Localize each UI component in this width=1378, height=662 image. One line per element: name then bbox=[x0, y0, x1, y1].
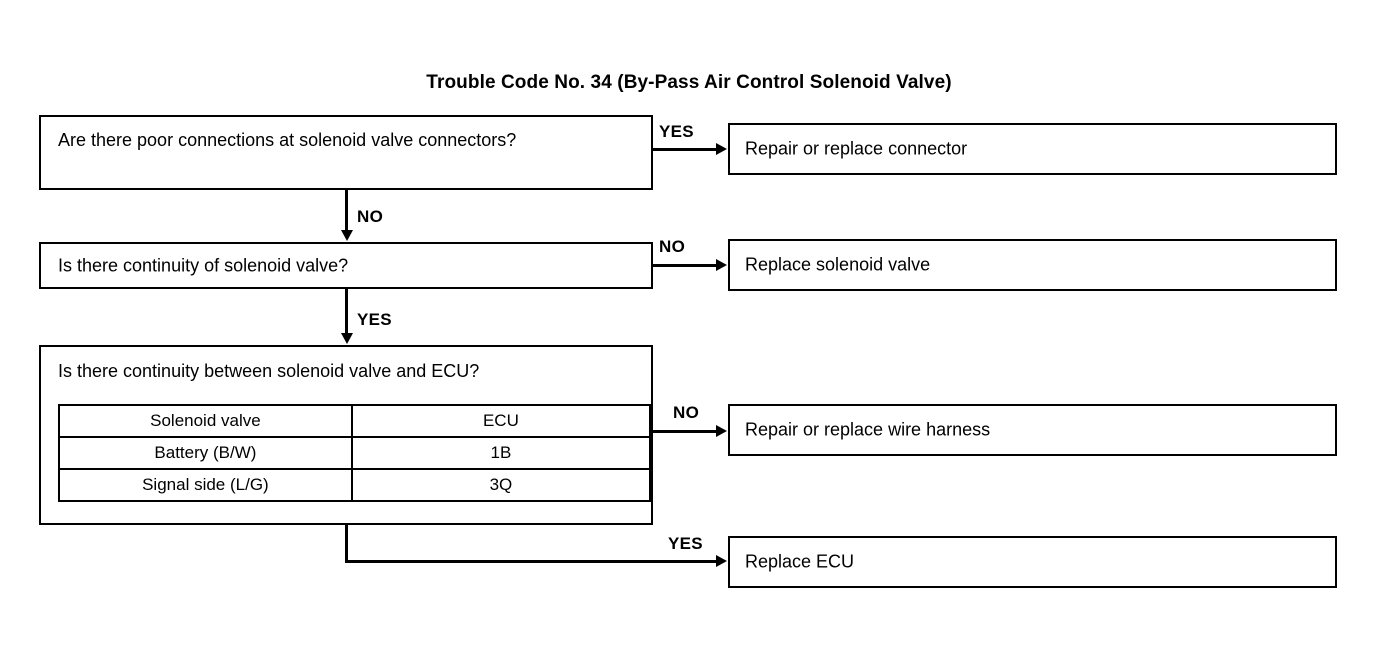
table-header-solenoid-valve: Solenoid valve bbox=[58, 404, 353, 438]
edge-line-d2-no bbox=[653, 264, 719, 267]
edge-arrow-d3-no bbox=[716, 425, 727, 437]
edge-line-d3-no bbox=[653, 430, 719, 433]
table-header-ecu: ECU bbox=[350, 404, 652, 438]
result-text-replace-ecu: Replace ECU bbox=[745, 551, 855, 572]
result-text-repair-connector: Repair or replace connector bbox=[745, 138, 968, 159]
table-cell-battery-label: Battery (B/W) bbox=[58, 436, 353, 470]
table-row-header: Solenoid valve ECU bbox=[58, 404, 652, 438]
decision-question-solenoid-ecu-continuity: Is there continuity between solenoid val… bbox=[58, 361, 480, 381]
edge-line-d2-yes bbox=[345, 289, 348, 334]
decision-question-solenoid-continuity: Is there continuity of solenoid valve? bbox=[58, 254, 349, 275]
pin-assignment-table: Solenoid valve ECU Battery (B/W) 1B Sign… bbox=[58, 404, 652, 502]
page-title: Trouble Code No. 34 (By-Pass Air Control… bbox=[426, 72, 952, 93]
edge-label-d1-no: NO bbox=[357, 207, 384, 226]
edge-line-d1-no bbox=[345, 190, 348, 232]
result-box-repair-wire-harness: Repair or replace wire harness bbox=[728, 404, 1337, 456]
decision-box-solenoid-continuity: Is there continuity of solenoid valve? bbox=[39, 242, 653, 289]
edge-line-d1-yes bbox=[653, 148, 719, 151]
edge-arrow-d2-no bbox=[716, 259, 727, 271]
table-cell-signal-pin: 3Q bbox=[350, 468, 652, 502]
result-box-repair-connector: Repair or replace connector bbox=[728, 123, 1337, 175]
edge-label-d3-yes: YES bbox=[668, 534, 703, 553]
table-cell-battery-pin: 1B bbox=[350, 436, 652, 470]
edge-label-d2-no: NO bbox=[659, 237, 686, 256]
edge-label-d2-yes: YES bbox=[357, 310, 392, 329]
edge-arrow-d1-no bbox=[341, 230, 353, 241]
edge-arrow-d1-yes bbox=[716, 143, 727, 155]
table-row: Signal side (L/G) 3Q bbox=[58, 468, 652, 502]
edge-line-d3-yes-across bbox=[345, 560, 719, 563]
edge-label-d1-yes: YES bbox=[659, 122, 694, 141]
result-box-replace-solenoid-valve: Replace solenoid valve bbox=[728, 239, 1337, 291]
edge-label-d3-no: NO bbox=[673, 403, 700, 422]
decision-box-solenoid-ecu-continuity: Is there continuity between solenoid val… bbox=[39, 345, 653, 525]
decision-box-poor-connections: Are there poor connections at solenoid v… bbox=[39, 115, 653, 190]
table-cell-signal-label: Signal side (L/G) bbox=[58, 468, 353, 502]
edge-line-d3-yes-down bbox=[345, 525, 348, 563]
decision-question-poor-connections: Are there poor connections at solenoid v… bbox=[58, 130, 517, 150]
table-row: Battery (B/W) 1B bbox=[58, 436, 652, 470]
result-text-replace-solenoid-valve: Replace solenoid valve bbox=[745, 254, 931, 275]
edge-arrow-d3-yes bbox=[716, 555, 727, 567]
edge-arrow-d2-yes bbox=[341, 333, 353, 344]
result-box-replace-ecu: Replace ECU bbox=[728, 536, 1337, 588]
result-text-repair-wire-harness: Repair or replace wire harness bbox=[745, 419, 991, 440]
